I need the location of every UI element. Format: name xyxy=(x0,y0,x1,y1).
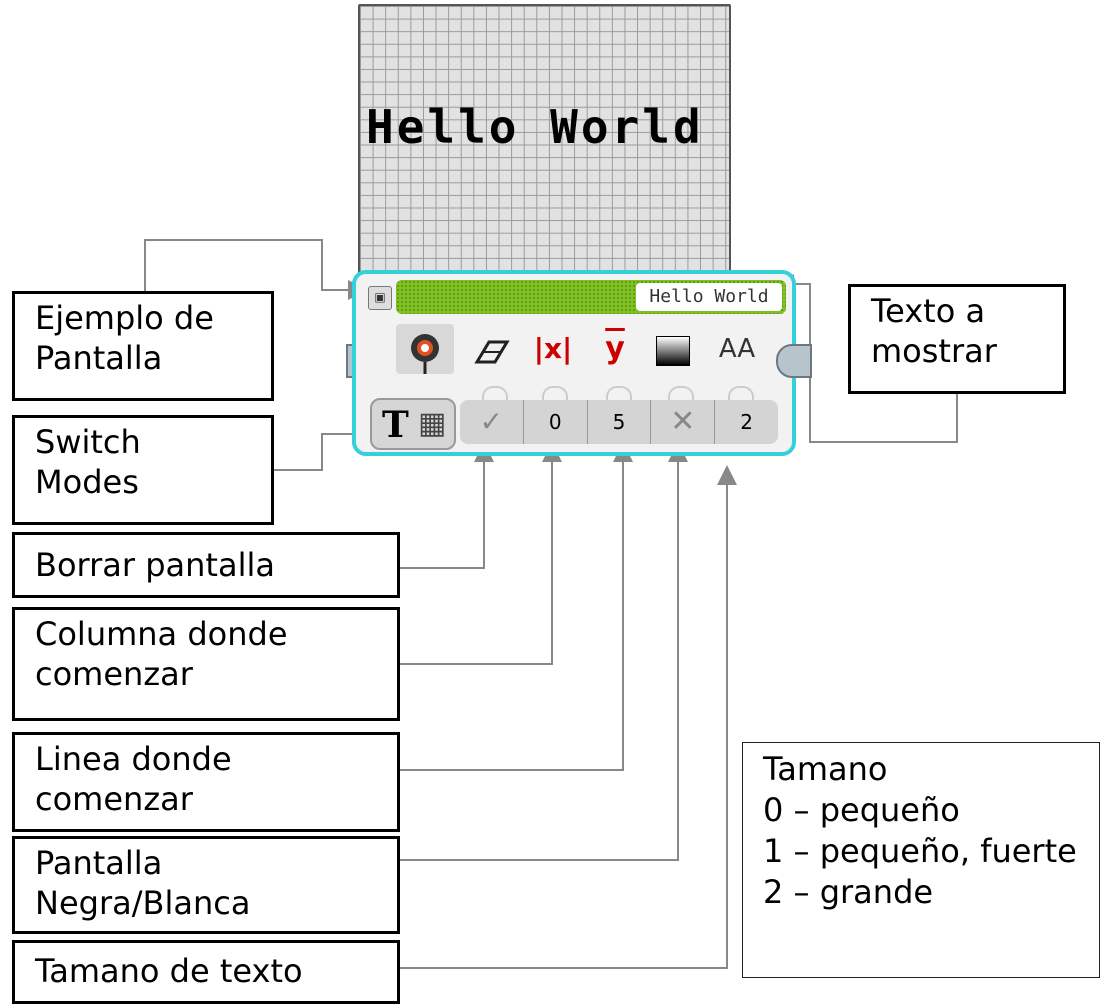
x-column-icon: |x| xyxy=(533,332,573,365)
connector-linea xyxy=(400,442,633,771)
callout-pantalla-negra-blanca: Pantalla Negra/Blanca xyxy=(12,836,400,934)
callout-line: Borrar pantalla xyxy=(35,546,275,584)
display-mode-icon xyxy=(396,324,454,376)
legend-line: Tamano xyxy=(763,750,888,788)
legend-line: 2 – grande xyxy=(763,873,934,911)
callout-tamano-texto: Tamano de texto xyxy=(12,940,400,1004)
callout-line: Modes xyxy=(35,463,139,501)
callout-line: Negra/Blanca xyxy=(35,884,251,922)
grid-mode-icon: ▦ xyxy=(418,406,447,441)
connector-borrar xyxy=(400,442,494,569)
brick-display-icon xyxy=(411,334,439,376)
callout-columna: Columna donde comenzar xyxy=(12,607,400,721)
parameter-row: ✓ 0 5 ✕ 2 xyxy=(460,400,778,444)
eraser-icon xyxy=(466,324,516,380)
connector-ejemplo xyxy=(144,239,368,300)
callout-switch-modes: Switch Modes xyxy=(12,415,274,525)
sequence-output-port[interactable] xyxy=(776,344,812,378)
callout-line: Pantalla xyxy=(35,339,163,377)
param-bump xyxy=(728,386,754,404)
callout-line: comenzar xyxy=(35,655,193,693)
legend-line: 0 – pequeño xyxy=(763,791,960,829)
connector-switch xyxy=(274,424,372,471)
text-mode-icon: T xyxy=(382,404,409,446)
callout-line: Linea donde xyxy=(35,740,232,778)
callout-ejemplo-pantalla: Ejemplo de Pantalla xyxy=(12,291,274,401)
display-preview-grid xyxy=(358,4,731,278)
display-preview-text: Hello World xyxy=(366,100,704,154)
color-param[interactable]: ✕ xyxy=(651,400,716,444)
display-block[interactable]: ▣ Hello World |x| y AA T ▦ xyxy=(346,270,812,460)
connector-pantalla xyxy=(400,442,688,861)
param-bump xyxy=(542,386,568,404)
callout-line: mostrar xyxy=(871,332,997,370)
preview-toggle-button[interactable]: ▣ xyxy=(368,286,392,310)
mode-selector-button[interactable]: T ▦ xyxy=(370,398,456,450)
param-bump xyxy=(668,386,694,404)
callout-line: Ejemplo de xyxy=(35,299,214,337)
callout-line: Columna donde xyxy=(35,615,288,653)
column-param[interactable]: 0 xyxy=(523,400,588,444)
legend-line: 1 – pequeño, fuerte xyxy=(763,832,1077,870)
text-input-value[interactable]: Hello World xyxy=(636,283,782,311)
callout-line: Switch xyxy=(35,423,141,461)
callout-borrar-pantalla: Borrar pantalla xyxy=(12,532,400,598)
color-icon xyxy=(656,336,690,366)
callout-line: comenzar xyxy=(35,780,193,818)
display-block-body: ▣ Hello World |x| y AA T ▦ xyxy=(352,270,796,456)
row-param[interactable]: 5 xyxy=(587,400,652,444)
callout-tamano-legend: Tamano 0 – pequeño 1 – pequeño, fuerte 2… xyxy=(742,742,1100,978)
param-bump xyxy=(606,386,632,404)
clear-screen-param[interactable]: ✓ xyxy=(460,400,524,444)
font-size-icon: AA xyxy=(718,334,756,364)
param-bump xyxy=(482,386,508,404)
font-size-param[interactable]: 2 xyxy=(715,400,778,444)
callout-texto-mostrar: Texto a mostrar xyxy=(848,284,1066,394)
connector-texto xyxy=(774,274,958,443)
callout-line: Pantalla xyxy=(35,844,163,882)
callout-line: Texto a xyxy=(871,292,986,330)
connector-tamano xyxy=(400,465,737,969)
connector-columna xyxy=(400,442,562,665)
callout-linea: Linea donde comenzar xyxy=(12,732,400,832)
callout-line: Tamano de texto xyxy=(35,952,303,990)
y-row-icon: y xyxy=(605,331,625,366)
